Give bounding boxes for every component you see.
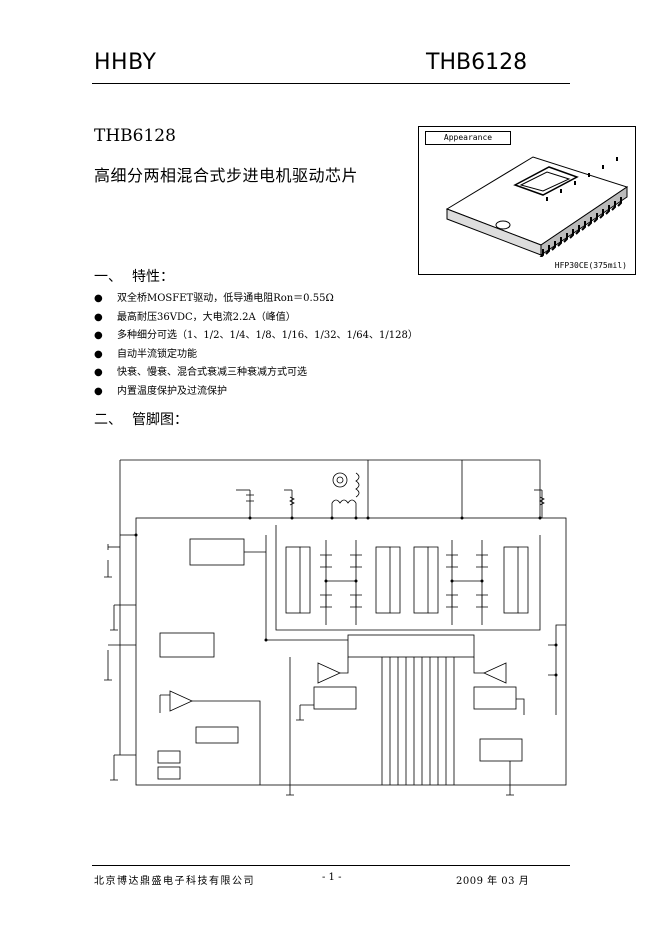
section-heading-features: 一、特性： [94,266,174,286]
feature-list: ● 双全桥MOSFET驱动，低导通电阻Ron＝0.55Ω ● 最高耐压36VDC，大… [94,290,418,401]
feature-text: 最高耐压36VDC，大电流2.2A（峰值） [117,311,296,323]
pinout-circuit-diagram [104,459,567,796]
bullet-icon: ● [94,330,103,341]
feature-item: ● 双全桥MOSFET驱动，低导通电阻Ron＝0.55Ω [94,290,418,309]
bullet-icon: ● [94,311,103,323]
section-number: 二、 [94,412,122,428]
footer-date: 2009 年 03 月 [456,876,530,887]
feature-text: 多种细分可选（1、1/2、1/4、1/8、1/16、1/32、1/64、1/12… [117,330,418,341]
bullet-icon: ● [94,348,103,360]
feature-item: ● 快衰、慢衰、混合式衰减三种衰减方式可选 [94,364,418,383]
feature-text: 内置温度保护及过流保护 [117,385,227,397]
feature-text: 自动半流锁定功能 [117,348,197,360]
package-figure: Appearance HFP30CE(375mil) [418,126,636,275]
feature-item: ● 多种细分可选（1、1/2、1/4、1/8、1/16、1/32、1/64、1/1… [94,327,418,346]
section-label: 管脚图： [132,412,188,428]
header-left: HHBY [94,50,157,75]
footer-company: 北京博达鼎盛电子科技有限公司 [94,876,255,887]
bullet-icon: ● [94,367,103,378]
feature-text: 双全桥MOSFET驱动，低导通电阻Ron＝0.55Ω [117,293,334,304]
bullet-icon: ● [94,385,103,397]
section-label: 特性： [132,269,174,285]
bullet-icon: ● [94,293,103,304]
footer-rule [92,865,570,866]
header-rule [92,83,570,84]
package-tab-label: Appearance [425,131,511,145]
document-title: THB6128 [94,126,176,146]
feature-item: ● 最高耐压36VDC，大电流2.2A（峰值） [94,309,418,328]
feature-text: 快衰、慢衰、混合式衰减三种衰减方式可选 [117,367,307,378]
feature-item: ● 内置温度保护及过流保护 [94,383,418,402]
package-name: HFP30CE(375mil) [554,261,627,270]
chip-package-drawing [445,156,629,257]
document-subtitle: 高细分两相混合式步进电机驱动芯片 [94,166,359,185]
section-heading-pinout: 二、管脚图： [94,409,188,429]
header-right: THB6128 [426,50,528,75]
feature-item: ● 自动半流锁定功能 [94,346,418,365]
footer-page-number: - 1 - [322,872,342,883]
section-number: 一、 [94,269,122,285]
